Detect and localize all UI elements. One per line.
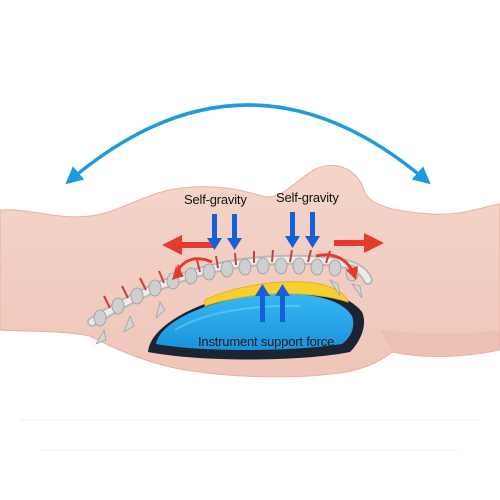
curved-stretch-arrows: [172, 253, 358, 280]
self-gravity-label-right: Self-gravity: [276, 190, 339, 205]
instrument-support-force-label: Instrument support force: [198, 334, 335, 349]
cushion-pad: [204, 281, 349, 307]
side-arrow-left-icon: [162, 235, 214, 255]
support-device: [148, 288, 365, 360]
down-arrow-icon: [207, 212, 320, 250]
up-arrow-icon: [255, 284, 290, 322]
self-gravity-label-left: Self-gravity: [184, 192, 247, 207]
side-arrow-right-icon: [334, 233, 384, 253]
surface-lines: [20, 419, 480, 451]
double-headed-curved-arrow-icon: [65, 103, 431, 185]
